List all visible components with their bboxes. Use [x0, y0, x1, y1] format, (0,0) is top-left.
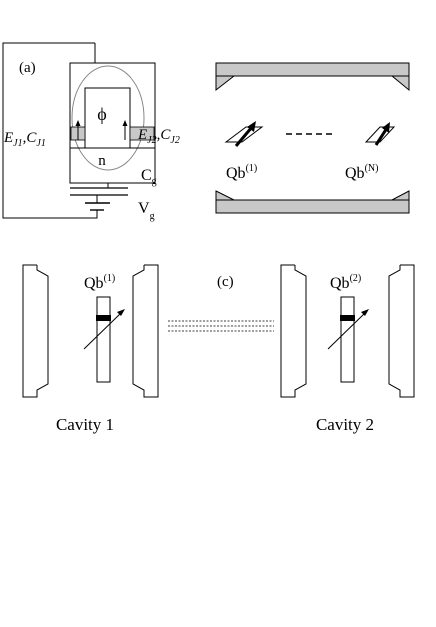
junction-right-label: EJ2,CJ2 — [137, 127, 180, 146]
qubit-2-tuning-arrowhead — [361, 309, 369, 316]
qubit-2-tuning-arrow — [327, 311, 367, 350]
cavity-1-mirror-left — [22, 264, 49, 398]
gate-voltage-label: Vg — [138, 200, 155, 222]
qubit-last-plate — [364, 126, 396, 143]
qubit-last-spin-arrowhead — [382, 122, 390, 133]
cavity-1-label: Cavity 1 — [56, 415, 114, 434]
junction-left-arrowhead — [75, 120, 81, 126]
panel-a: (a) ϕ n EJ1,CJ1 EJ2,CJ2 Cg Vg — [2, 42, 180, 222]
qubit-first-label: Qb(1) — [226, 163, 257, 182]
cavity-2-mirror-left — [280, 264, 307, 398]
qubit-first-spin-arrow — [234, 126, 254, 147]
cavity-2-mirror-right — [388, 264, 415, 398]
qubit-1-bar — [96, 296, 111, 383]
cavity-1-mirror-right — [132, 264, 159, 398]
panel-a-label: (a) — [19, 60, 36, 76]
panel-c: (c) Qb(1) Qb(2) Cavity 1 Cavity 2 — [22, 264, 415, 434]
junction-right — [129, 126, 155, 141]
qubit-first-spin-arrowhead — [247, 121, 256, 132]
junction-left-label: EJ1,CJ1 — [3, 130, 46, 149]
circuit-wire-outer — [2, 42, 95, 219]
flux-region — [84, 87, 131, 149]
qubit-1-junction — [96, 315, 111, 321]
qubit-2-junction — [340, 315, 355, 321]
qubit-2-label: Qb(2) — [330, 273, 361, 292]
island-ellipse — [71, 65, 145, 171]
qubit-1-tuning-arrow — [83, 311, 123, 350]
qubit-last-label: Qb(N) — [345, 163, 378, 182]
circuit-wire-bottom — [85, 210, 98, 219]
qubit-1-label: Qb(1) — [84, 273, 115, 292]
phase-symbol: ϕ — [97, 104, 106, 124]
qubit-last-spin-arrow — [374, 127, 389, 146]
qubit-1-tuning-arrowhead — [117, 309, 125, 316]
qubit-first-plate — [224, 126, 264, 143]
cavity-mirror-bottom — [215, 190, 410, 214]
panel-c-label: (c) — [217, 274, 234, 290]
gate-capacitance-label: Cg — [141, 167, 157, 187]
qubit-2-bar — [340, 296, 355, 383]
junction-right-arrowhead — [122, 120, 128, 126]
cavity-2-label: Cavity 2 — [316, 415, 374, 434]
island-charge-label: n — [98, 153, 106, 169]
squid-loop — [69, 62, 156, 184]
panel-b: Qb(1) Qb(N) — [215, 62, 410, 214]
